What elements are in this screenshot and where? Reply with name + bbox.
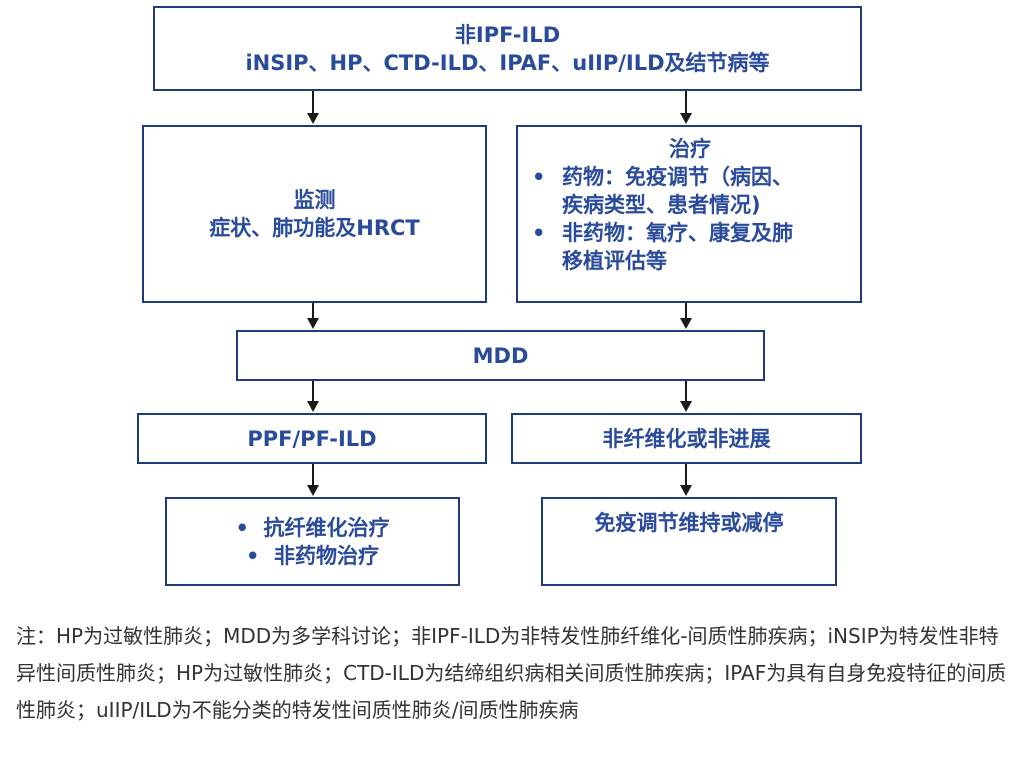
treatment-item-drug: • 药物：免疫调节（病因、 疾病类型、患者情况) (532, 163, 848, 219)
arrowhead-monitor-to-mdd (307, 318, 319, 329)
ppf-box: PPF/PF-ILD (137, 413, 487, 464)
footnote: 注：HP为过敏性肺炎；MDD为多学科讨论；非IPF-ILD为非特发性肺纤维化-间… (16, 624, 1007, 722)
antifibrotic-item-1-text: 抗纤维化治疗 (263, 515, 390, 540)
arrowhead-ppf-to-antifib (307, 485, 319, 496)
treatment-item-drug-line1: 药物：免疫调节（病因、 (562, 165, 793, 189)
antifibrotic-item-2: • 非药物治疗 (246, 542, 379, 570)
non-ipf-ild-subtypes: iNSIP、HP、CTD-ILD、IPAF、uIIP/ILD及结节病等 (245, 50, 770, 75)
monitoring-body: 症状、肺功能及HRCT (209, 216, 420, 240)
treatment-box: 治疗 • 药物：免疫调节（病因、 疾病类型、患者情况) • 非药物：氧疗、康复及… (516, 125, 862, 303)
bullet-dot: • (235, 515, 249, 540)
antifibrotic-item-2-text: 非药物治疗 (274, 543, 380, 568)
treatment-item-nondrug: • 非药物：氧疗、康复及肺 移植评估等 (532, 219, 848, 275)
arrowhead-mdd-to-ppf (307, 401, 319, 412)
arrowhead-top-to-treatment (680, 113, 692, 124)
arrowhead-top-to-monitor (307, 113, 319, 124)
arrowhead-treatment-to-mdd (680, 318, 692, 329)
antifibrotic-item-1: • 抗纤维化治疗 (235, 514, 389, 542)
non-ipf-ild-title: 非IPF-ILD (454, 22, 561, 47)
immune-maintenance-box: 免疫调节维持或减停 (541, 497, 837, 586)
treatment-item-nondrug-line2: 移植评估等 (562, 249, 667, 273)
mdd-box: MDD (236, 330, 765, 381)
ppf-label: PPF/PF-ILD (247, 426, 377, 451)
arrowhead-mdd-to-nonfib (680, 401, 692, 412)
monitoring-title: 监测 (293, 188, 336, 212)
antifibrotic-box: • 抗纤维化治疗 • 非药物治疗 (165, 497, 460, 586)
treatment-item-nondrug-line1: 非药物：氧疗、康复及肺 (562, 221, 793, 245)
arrowhead-nonfib-to-immune (680, 485, 692, 496)
non-ipf-ild-box: 非IPF-ILD iNSIP、HP、CTD-ILD、IPAF、uIIP/ILD及… (153, 6, 862, 91)
treatment-item-drug-line2: 疾病类型、患者情况) (562, 193, 761, 217)
monitoring-box: 监测 症状、肺功能及HRCT (142, 125, 487, 303)
treatment-title: 治疗 (669, 137, 711, 161)
bullet-dot: • (245, 543, 260, 568)
non-fibrotic-label: 非纤维化或非进展 (602, 426, 771, 451)
immune-maintenance-label: 免疫调节维持或减停 (594, 511, 784, 535)
bullet-dot: • (532, 165, 546, 189)
non-fibrotic-box: 非纤维化或非进展 (511, 413, 862, 464)
mdd-label: MDD (472, 343, 529, 368)
bullet-dot: • (532, 221, 546, 245)
